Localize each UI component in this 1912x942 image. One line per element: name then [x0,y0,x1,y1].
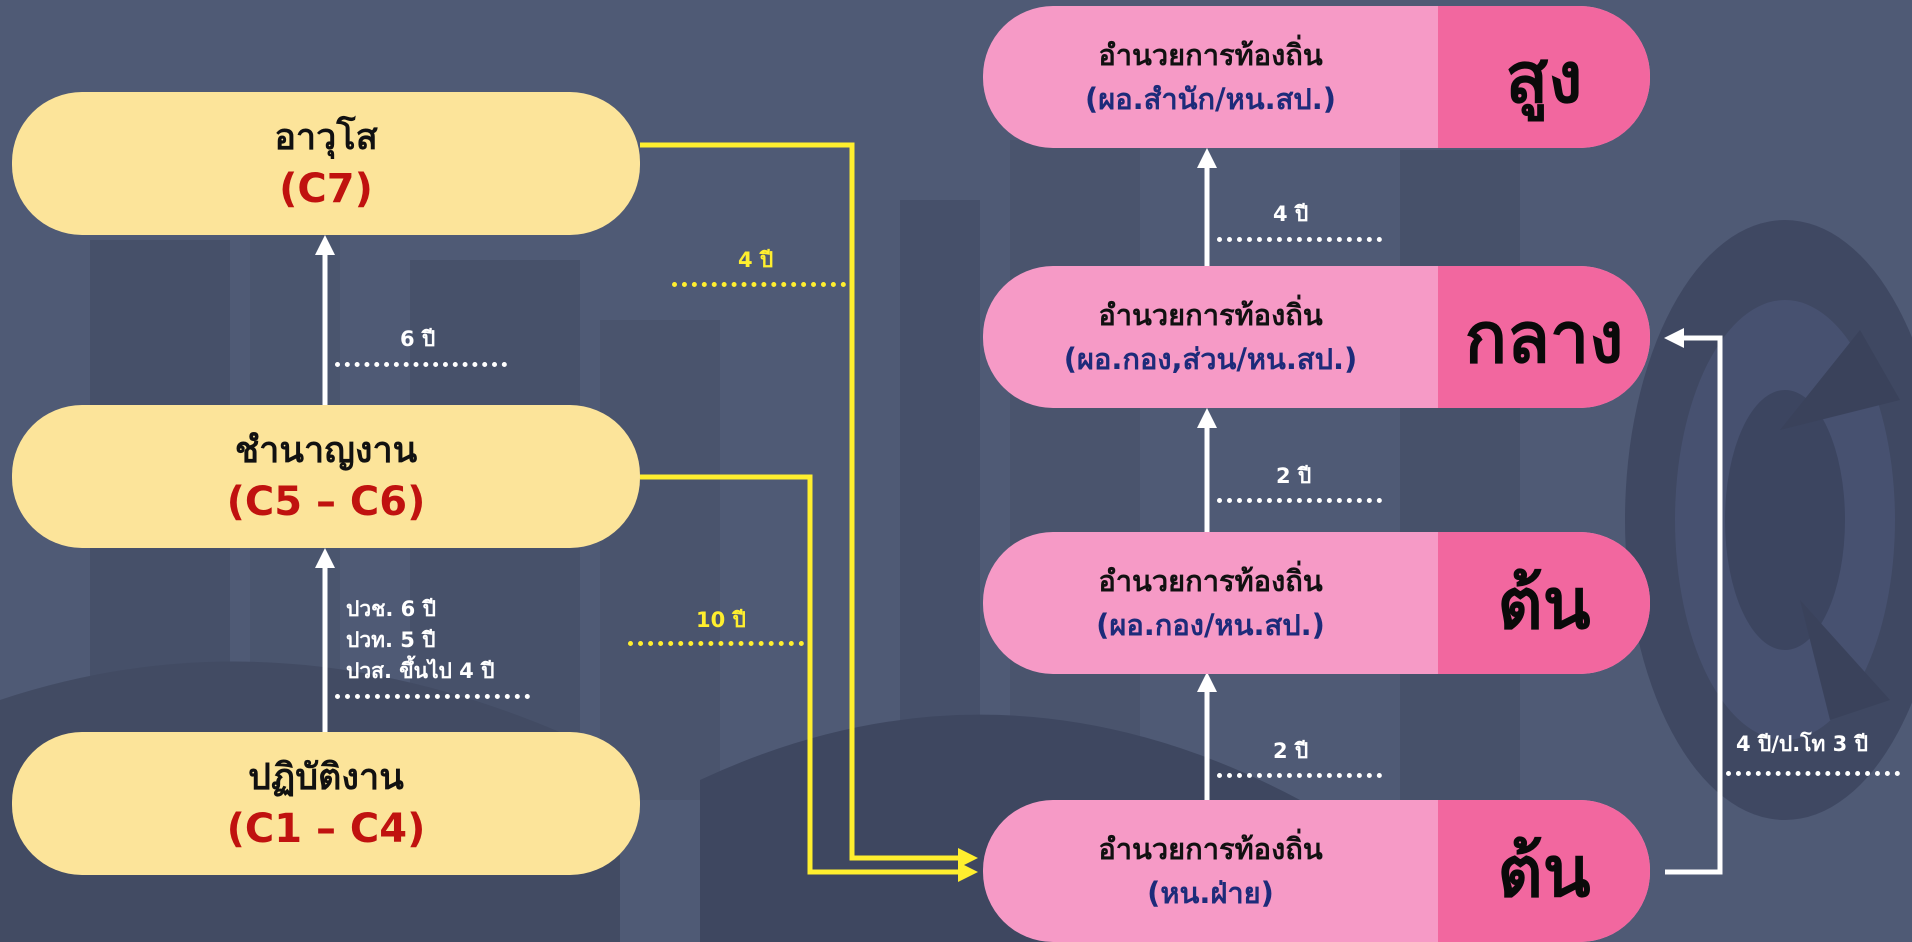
level-badge-mid: กลาง [1438,266,1650,408]
level-badge-high: สูง [1438,6,1650,148]
arrowhead-c5-to-c7 [315,235,335,255]
duration-head-to-mid: 4 ปี/ป.โท 3 ปี [1736,732,1868,756]
pill-exec-early-subtitle: (ผอ.กอง/หน.สป.) [1096,608,1325,642]
pill-senior-code: (C7) [279,165,373,212]
duration-c1-to-c5-pvc: ปวช. 6 ปี [346,597,436,621]
level-badge-early: ต้น [1438,532,1650,674]
pill-operational: ปฏิบัติงาน (C1 – C4) [12,732,640,875]
duration-c1-to-c5-pvt: ปวท. 5 ปี [346,628,436,652]
dotted-line-mid-to-high [1217,237,1382,242]
pill-experienced-code: (C5 – C6) [226,478,426,525]
dotted-line-c5-to-exec [628,641,804,646]
duration-mid-to-high: 4 ปี [1273,202,1309,226]
arrowhead-c7-to-exec [958,848,978,868]
duration-c5-to-c7: 6 ปี [400,327,436,351]
pill-exec-head: อำนวยการท้องถิ่น (หน.ฝ่าย) ต้น [983,800,1650,942]
pill-exec-high: อำนวยการท้องถิ่น (ผอ.สำนัก/หน.สป.) สูง [983,6,1650,148]
pill-exec-high-subtitle: (ผอ.สำนัก/หน.สป.) [1085,82,1336,116]
arrow-c7-to-exec [640,142,960,861]
dotted-line-c5-to-c7 [335,362,507,367]
arrow-c5-to-exec [640,474,960,875]
pill-exec-head-subtitle: (หน.ฝ่าย) [1147,876,1274,910]
pill-exec-mid-subtitle: (ผอ.กอง,ส่วน/หน.สป.) [1063,342,1358,376]
duration-c1-to-c5-pvs: ปวส. ขึ้นไป 4 ปี [346,659,495,683]
level-badge-head: ต้น [1438,800,1650,942]
pill-experienced: ชำนาญงาน (C5 – C6) [12,405,640,548]
pill-operational-title: ปฏิบัติงาน [248,756,404,798]
pill-exec-early: อำนวยการท้องถิ่น (ผอ.กอง/หน.สป.) ต้น [983,532,1650,674]
arrowhead-head-to-early [1197,672,1217,692]
pill-senior: อาวุโส (C7) [12,92,640,235]
pill-operational-code: (C1 – C4) [226,805,426,852]
duration-early-to-mid: 2 ปี [1276,464,1312,488]
pill-exec-head-title: อำนวยการท้องถิ่น [1098,832,1323,866]
arrowhead-c5-to-exec [958,862,978,882]
dotted-line-c7-to-exec [672,282,846,287]
pill-experienced-title: ชำนาญงาน [234,429,418,471]
arrowhead-mid-to-high [1197,148,1217,168]
pill-exec-early-title: อำนวยการท้องถิ่น [1098,564,1323,598]
arrowhead-c1-to-c5 [315,548,335,568]
dotted-line-head-to-mid [1726,771,1900,776]
duration-c5-to-exec: 10 ปี [696,608,746,632]
arrow-head-to-mid [1665,335,1723,875]
pill-exec-mid-title: อำนวยการท้องถิ่น [1098,298,1323,332]
dotted-line-early-to-mid [1217,498,1382,503]
dotted-line-c1-to-c5 [335,694,530,699]
duration-c7-to-exec: 4 ปี [738,248,774,272]
dotted-line-head-to-early [1217,773,1382,778]
arrowhead-head-to-mid [1664,328,1684,348]
pill-exec-mid: อำนวยการท้องถิ่น (ผอ.กอง,ส่วน/หน.สป.) กล… [983,266,1650,408]
duration-head-to-early: 2 ปี [1273,739,1309,763]
pill-senior-title: อาวุโส [274,116,378,158]
arrowhead-early-to-mid [1197,408,1217,428]
pill-exec-high-title: อำนวยการท้องถิ่น [1098,38,1323,72]
